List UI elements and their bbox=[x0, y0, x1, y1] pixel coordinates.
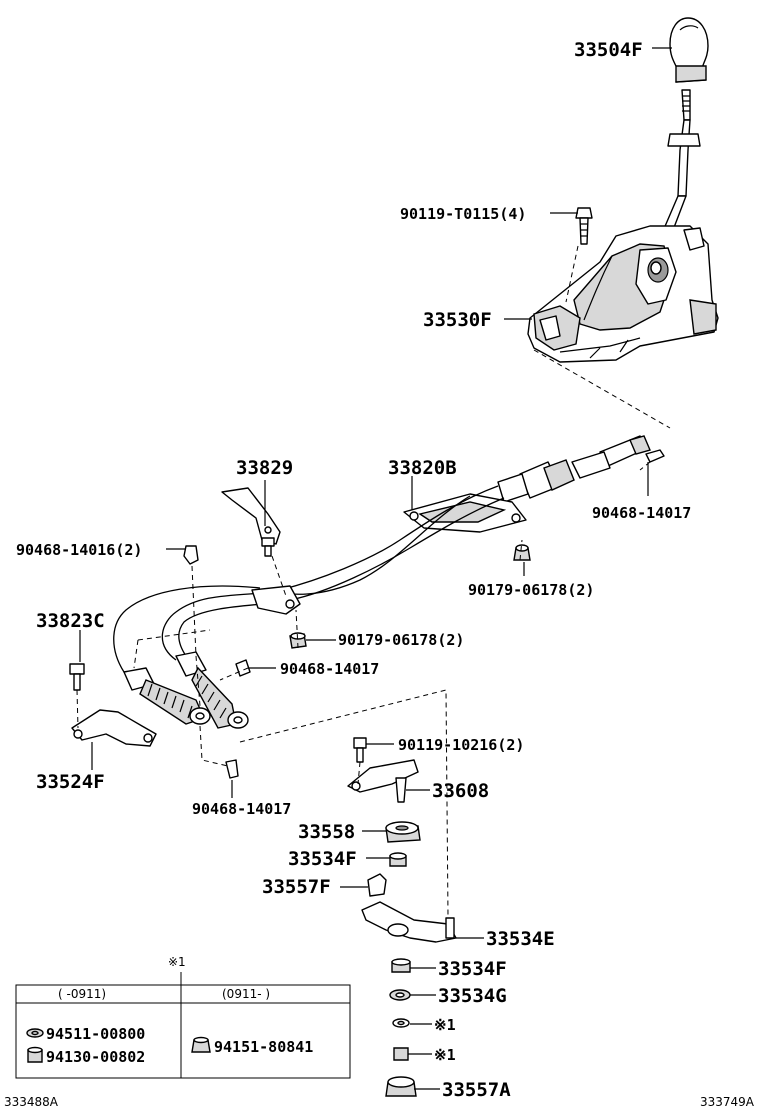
lever[interactable] bbox=[347, 759, 419, 803]
label-shifter-bolt: 90119-T0115(4) bbox=[400, 205, 526, 223]
label-ref-washer: ※1 bbox=[434, 1016, 456, 1034]
note-table-col2-header: (0911- ) bbox=[222, 987, 270, 1001]
label-collar-lower: 33534F bbox=[438, 958, 507, 980]
ref-nut-part[interactable] bbox=[393, 1047, 409, 1061]
nut-mid[interactable] bbox=[289, 632, 307, 649]
label-clip-bottom: 90468-14017 bbox=[192, 800, 291, 818]
bracket-upper[interactable] bbox=[221, 487, 281, 545]
label-selector-lever: 33534E bbox=[486, 928, 555, 950]
label-lever-bolt: 90119-10216(2) bbox=[398, 736, 524, 754]
label-nut-mid: 90179-06178(2) bbox=[338, 631, 464, 649]
clip-bottom[interactable] bbox=[225, 759, 239, 779]
label-knob: 33504F bbox=[574, 39, 643, 61]
bushing-large[interactable] bbox=[385, 821, 421, 843]
label-ref-nut: ※1 bbox=[434, 1046, 456, 1064]
label-bracket-bolt: 33823C bbox=[36, 610, 105, 632]
cable-boot-left[interactable] bbox=[123, 667, 211, 725]
leader-lines bbox=[79, 47, 672, 1090]
washer[interactable] bbox=[389, 989, 411, 1001]
label-nut-right: 90179-06178(2) bbox=[468, 581, 594, 599]
note-flange-nut-icon bbox=[191, 1036, 211, 1053]
label-bushing-large: 33558 bbox=[298, 821, 355, 843]
cable-boot-right[interactable] bbox=[175, 651, 249, 729]
clip-right[interactable] bbox=[645, 449, 665, 463]
bracket-upper-bolt[interactable] bbox=[261, 537, 275, 557]
label-collar-upper: 33534F bbox=[288, 848, 357, 870]
cable-end-upper[interactable] bbox=[497, 435, 651, 503]
label-cable-assembly: 33820B bbox=[388, 457, 457, 479]
label-clip-right: 90468-14017 bbox=[592, 504, 691, 522]
label-bracket-lower: 33524F bbox=[36, 771, 105, 793]
bracket-lower[interactable] bbox=[71, 709, 157, 747]
collar-lower[interactable] bbox=[391, 958, 411, 973]
footer-right-code: 333749A bbox=[700, 1095, 755, 1109]
note-nut-icon bbox=[27, 1046, 43, 1063]
footer-left-code: 333488A bbox=[4, 1095, 59, 1109]
shifter-bolt[interactable] bbox=[575, 207, 593, 245]
note-table-col1-header: ( -0911) bbox=[58, 987, 106, 1001]
note-washer-icon bbox=[26, 1028, 44, 1038]
note-table-marker: ※1 bbox=[168, 955, 186, 969]
shifter-assembly[interactable] bbox=[527, 225, 719, 363]
bushing-bottom[interactable] bbox=[385, 1076, 417, 1097]
note-table-col1-item1: 94511-00800 bbox=[46, 1025, 145, 1043]
shift-lever-rod bbox=[659, 89, 701, 239]
ref-washer-part[interactable] bbox=[392, 1018, 410, 1028]
label-bushing-bottom: 33557A bbox=[442, 1079, 511, 1101]
label-shifter-assembly: 33530F bbox=[423, 309, 492, 331]
label-clip-mid: 90468-14017 bbox=[280, 660, 379, 678]
note-table-col1-item2: 94130-00802 bbox=[46, 1048, 145, 1066]
note-table-col2-item1: 94151-80841 bbox=[214, 1038, 313, 1056]
selector-lever[interactable] bbox=[361, 901, 457, 943]
cable-mid-bracket[interactable] bbox=[251, 585, 301, 615]
cushion[interactable] bbox=[367, 873, 387, 897]
alignment-lines bbox=[76, 245, 671, 917]
clip-left[interactable] bbox=[183, 545, 199, 565]
note-table: ※1 ( -0911) (0911- ) 94511-00800 94130-0… bbox=[15, 955, 351, 1079]
label-washer: 33534G bbox=[438, 985, 507, 1007]
label-cushion: 33557F bbox=[262, 876, 331, 898]
label-bracket-upper: 33829 bbox=[236, 457, 293, 479]
shift-knob[interactable] bbox=[669, 17, 709, 83]
nut-right[interactable] bbox=[513, 544, 531, 561]
collar-upper[interactable] bbox=[389, 852, 407, 867]
label-lever: 33608 bbox=[432, 780, 489, 802]
lever-bolt[interactable] bbox=[353, 737, 367, 763]
label-clip-left: 90468-14016(2) bbox=[16, 541, 142, 559]
bracket-bolt[interactable] bbox=[69, 663, 85, 691]
